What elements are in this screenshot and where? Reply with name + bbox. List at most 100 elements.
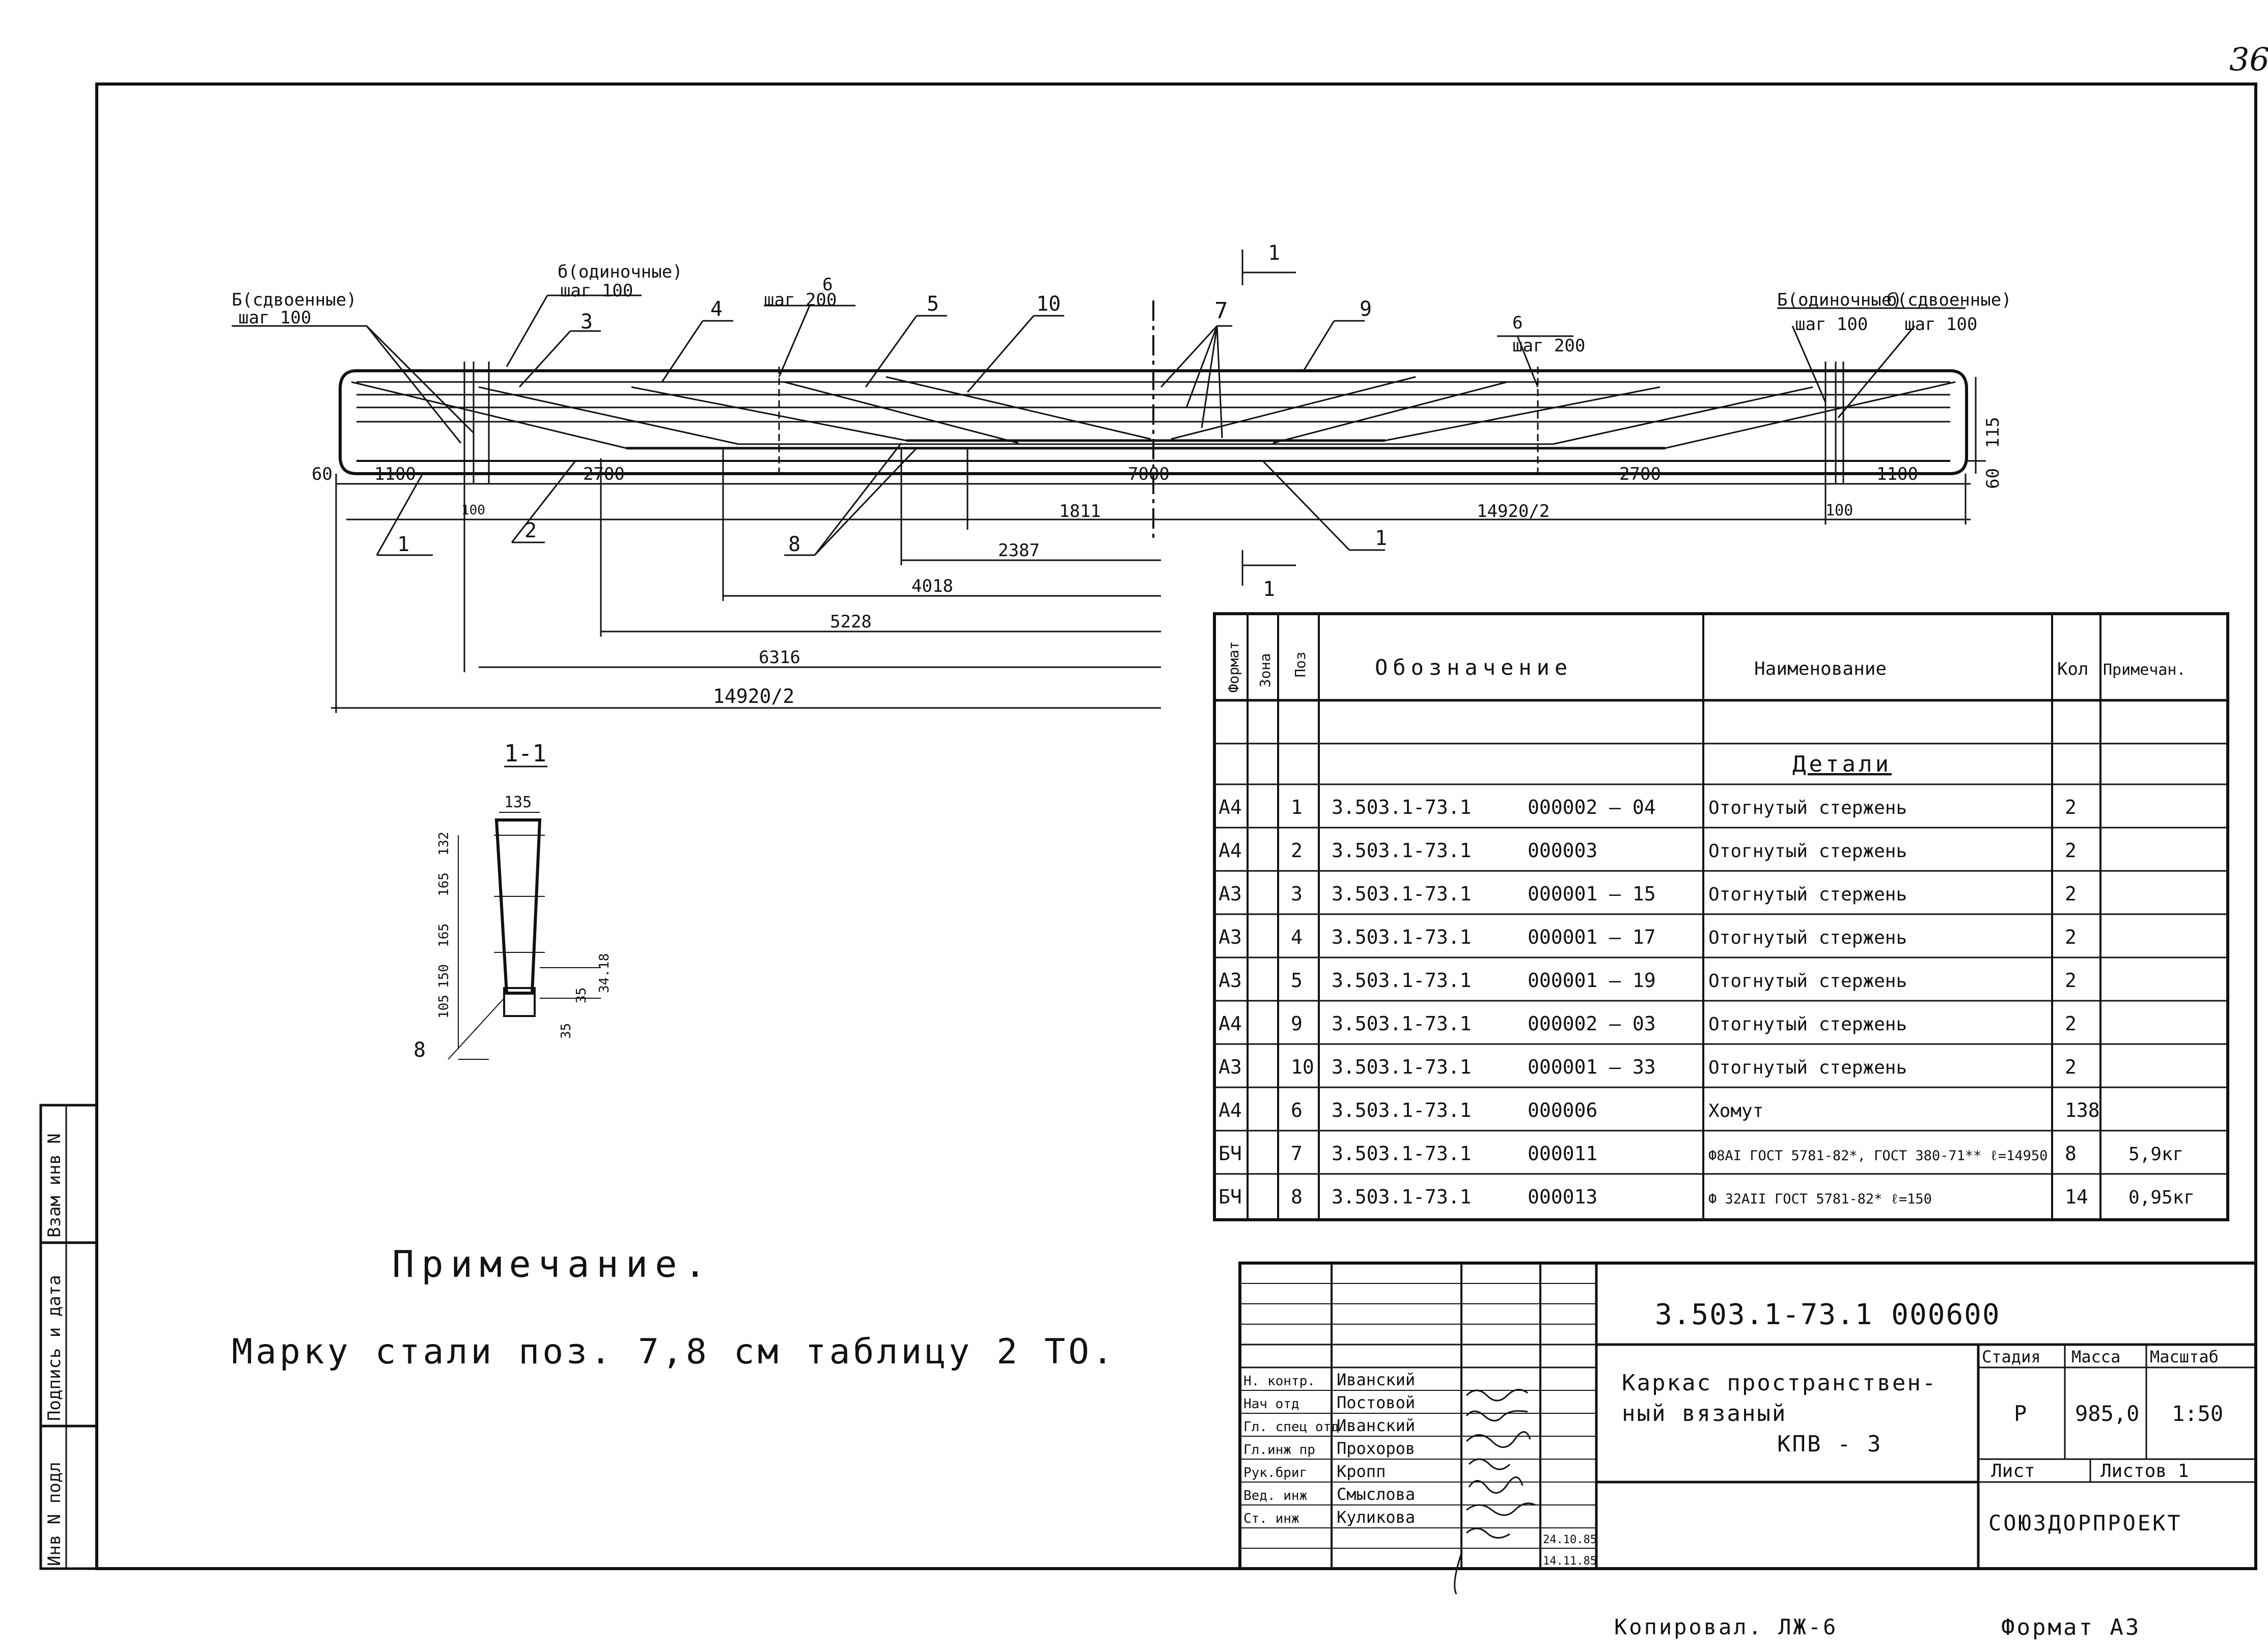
row-code: 3.503.1-73.1 — [1332, 1056, 1472, 1078]
dim-2700-left: 2700 — [583, 464, 625, 484]
svg-text:35: 35 — [574, 988, 589, 1003]
staff-role: Н. контр. — [1243, 1374, 1315, 1389]
row-qty: 2 — [2065, 883, 2077, 905]
row-format: БЧ — [1219, 1142, 1242, 1165]
row-note: 5,9кг — [2128, 1144, 2183, 1165]
row-code: 3.503.1-73.1 — [1332, 883, 1472, 905]
label-right-step200: шаг 200 — [1512, 336, 1585, 356]
side-stamp-label-3: Взам инв N — [44, 1133, 65, 1238]
stage-label: Стадия — [1982, 1347, 2041, 1366]
row-name: Отогнутый стержень — [1708, 884, 1907, 905]
row-code: 3.503.1-73.1 — [1332, 1142, 1472, 1165]
side-stamp-label-2: Подпись и дата — [44, 1275, 65, 1421]
row-format: БЧ — [1219, 1186, 1242, 1208]
page-number: 36 — [2229, 41, 2268, 78]
row-pos: 4 — [1291, 926, 1303, 948]
note-text: Марку стали поз. 7,8 см таблицу 2 ТО. — [232, 1332, 1116, 1372]
header-designation: Обозначение — [1375, 655, 1572, 680]
row-qty: 8 — [2065, 1142, 2077, 1165]
staff-role: Рук.бриг — [1243, 1465, 1307, 1481]
title-line-2: ный вязаный — [1622, 1401, 1787, 1427]
row-code: 3.503.1-73.1 — [1332, 926, 1472, 948]
pos-10: 10 — [1036, 292, 1061, 316]
side-stamp-label-1: Инв N подл — [44, 1462, 65, 1566]
pos-9: 9 — [1360, 297, 1372, 321]
row-pos: 8 — [1291, 1186, 1303, 1208]
row-name: Отогнутый стержень — [1708, 798, 1907, 818]
row-qty: 2 — [2065, 1012, 2077, 1035]
label-left-double: Б(сдвоенные) — [232, 290, 357, 310]
label-left-step200: шаг 200 — [764, 290, 837, 310]
dim-115: 115 — [1983, 417, 2003, 448]
row-number: 000001 — 17 — [1528, 926, 1656, 948]
section-title-details: Детали — [1792, 751, 1892, 777]
row-name: Хомут — [1708, 1101, 1763, 1121]
svg-text:150: 150 — [436, 964, 452, 988]
row-note: 0,95кг — [2128, 1187, 2195, 1208]
drawing-labels: Б(сдвоенные) шаг 100 б(одиночные) шаг 10… — [232, 241, 2012, 707]
row-qty: 138 — [2065, 1099, 2100, 1121]
title-block — [1238, 1262, 2257, 1570]
dim-14920-2-small: 14920/2 — [1477, 501, 1550, 522]
staff-name: Куликова — [1337, 1508, 1415, 1527]
staff-name: Смыслова — [1337, 1485, 1415, 1504]
svg-text:35: 35 — [559, 1023, 574, 1039]
dim-100-right: 100 — [1826, 502, 1853, 519]
row-number: 000003 — [1528, 839, 1597, 862]
pos-5: 5 — [927, 292, 939, 316]
row-qty: 2 — [2065, 1056, 2077, 1078]
header-pos: Поз — [1292, 651, 1309, 677]
staff-role: Гл. спец отд — [1243, 1419, 1339, 1435]
dim-7000: 7000 — [1128, 464, 1170, 484]
staff-role: Ст. инж — [1243, 1511, 1299, 1526]
pos-4: 4 — [710, 297, 723, 321]
scale-label: Масштаб — [2150, 1347, 2219, 1366]
pos-2: 2 — [524, 519, 537, 542]
mass-label: Масса — [2071, 1347, 2120, 1366]
dim-4018: 4018 — [911, 576, 953, 596]
row-number: 000001 — 19 — [1528, 969, 1656, 992]
row-format: А3 — [1219, 969, 1242, 992]
section-1-1: 1-1 135 132 165 165 150 105 35 35 34.18 … — [413, 739, 612, 1062]
row-name: Отогнутый стержень — [1708, 971, 1907, 992]
row-code: 3.503.1-73.1 — [1332, 1099, 1472, 1121]
label-right-double: б(сдвоенные) — [1887, 290, 2012, 310]
row-name: Отогнутый стержень — [1708, 927, 1907, 948]
staff-name: Кропп — [1337, 1462, 1386, 1481]
section-width: 135 — [504, 793, 532, 811]
org-name: СОЮЗДОРПРОЕКТ — [1988, 1511, 2182, 1536]
row-name: Отогнутый стержень — [1708, 841, 1907, 862]
title-line-3: КПВ - 3 — [1777, 1431, 1882, 1457]
row-name: Ф 32АII ГОСТ 5781-82* ℓ=150 — [1708, 1191, 1932, 1207]
pos-8: 8 — [788, 533, 800, 556]
dim-5228: 5228 — [830, 612, 872, 632]
staff-role: Гл.инж пр — [1243, 1442, 1315, 1458]
dim-60-right: 60 — [1983, 468, 2003, 489]
title-line-1: Каркас пространствен- — [1622, 1370, 1937, 1396]
title-block-text: 3.503.1-73.1 000600 Каркас пространствен… — [1543, 1298, 2223, 1568]
sheet-label: Лист — [1991, 1461, 2035, 1482]
date-2: 14.11.85 — [1543, 1555, 1597, 1568]
header-zone: Зона — [1257, 653, 1274, 688]
label-right-step100b: шаг 100 — [1904, 314, 1977, 335]
row-number: 000001 — 33 — [1528, 1056, 1656, 1078]
header-format: Формат — [1225, 641, 1242, 693]
dim-2700-right: 2700 — [1619, 464, 1661, 484]
section-label-8: 8 — [413, 1038, 426, 1062]
pos-7: 7 — [1214, 298, 1228, 324]
row-qty: 2 — [2065, 796, 2077, 818]
row-pos: 1 — [1291, 796, 1303, 818]
row-number: 000002 — 03 — [1528, 1012, 1656, 1035]
dim-14920-2: 14920/2 — [713, 685, 794, 707]
label-left-step100b: шаг 100 — [560, 281, 633, 301]
row-format: А3 — [1219, 1056, 1242, 1078]
label-right-step100a: шаг 100 — [1795, 314, 1868, 335]
label-right-6: 6 — [1512, 313, 1523, 333]
row-number: 000002 — 04 — [1528, 796, 1656, 818]
header-note: Примечан. — [2103, 661, 2186, 679]
label-left-single: б(одиночные) — [558, 262, 683, 282]
signatures — [1454, 1389, 1536, 1595]
dim-1100-right: 1100 — [1876, 464, 1918, 484]
dim-2387: 2387 — [998, 540, 1040, 561]
row-qty: 2 — [2065, 969, 2077, 992]
